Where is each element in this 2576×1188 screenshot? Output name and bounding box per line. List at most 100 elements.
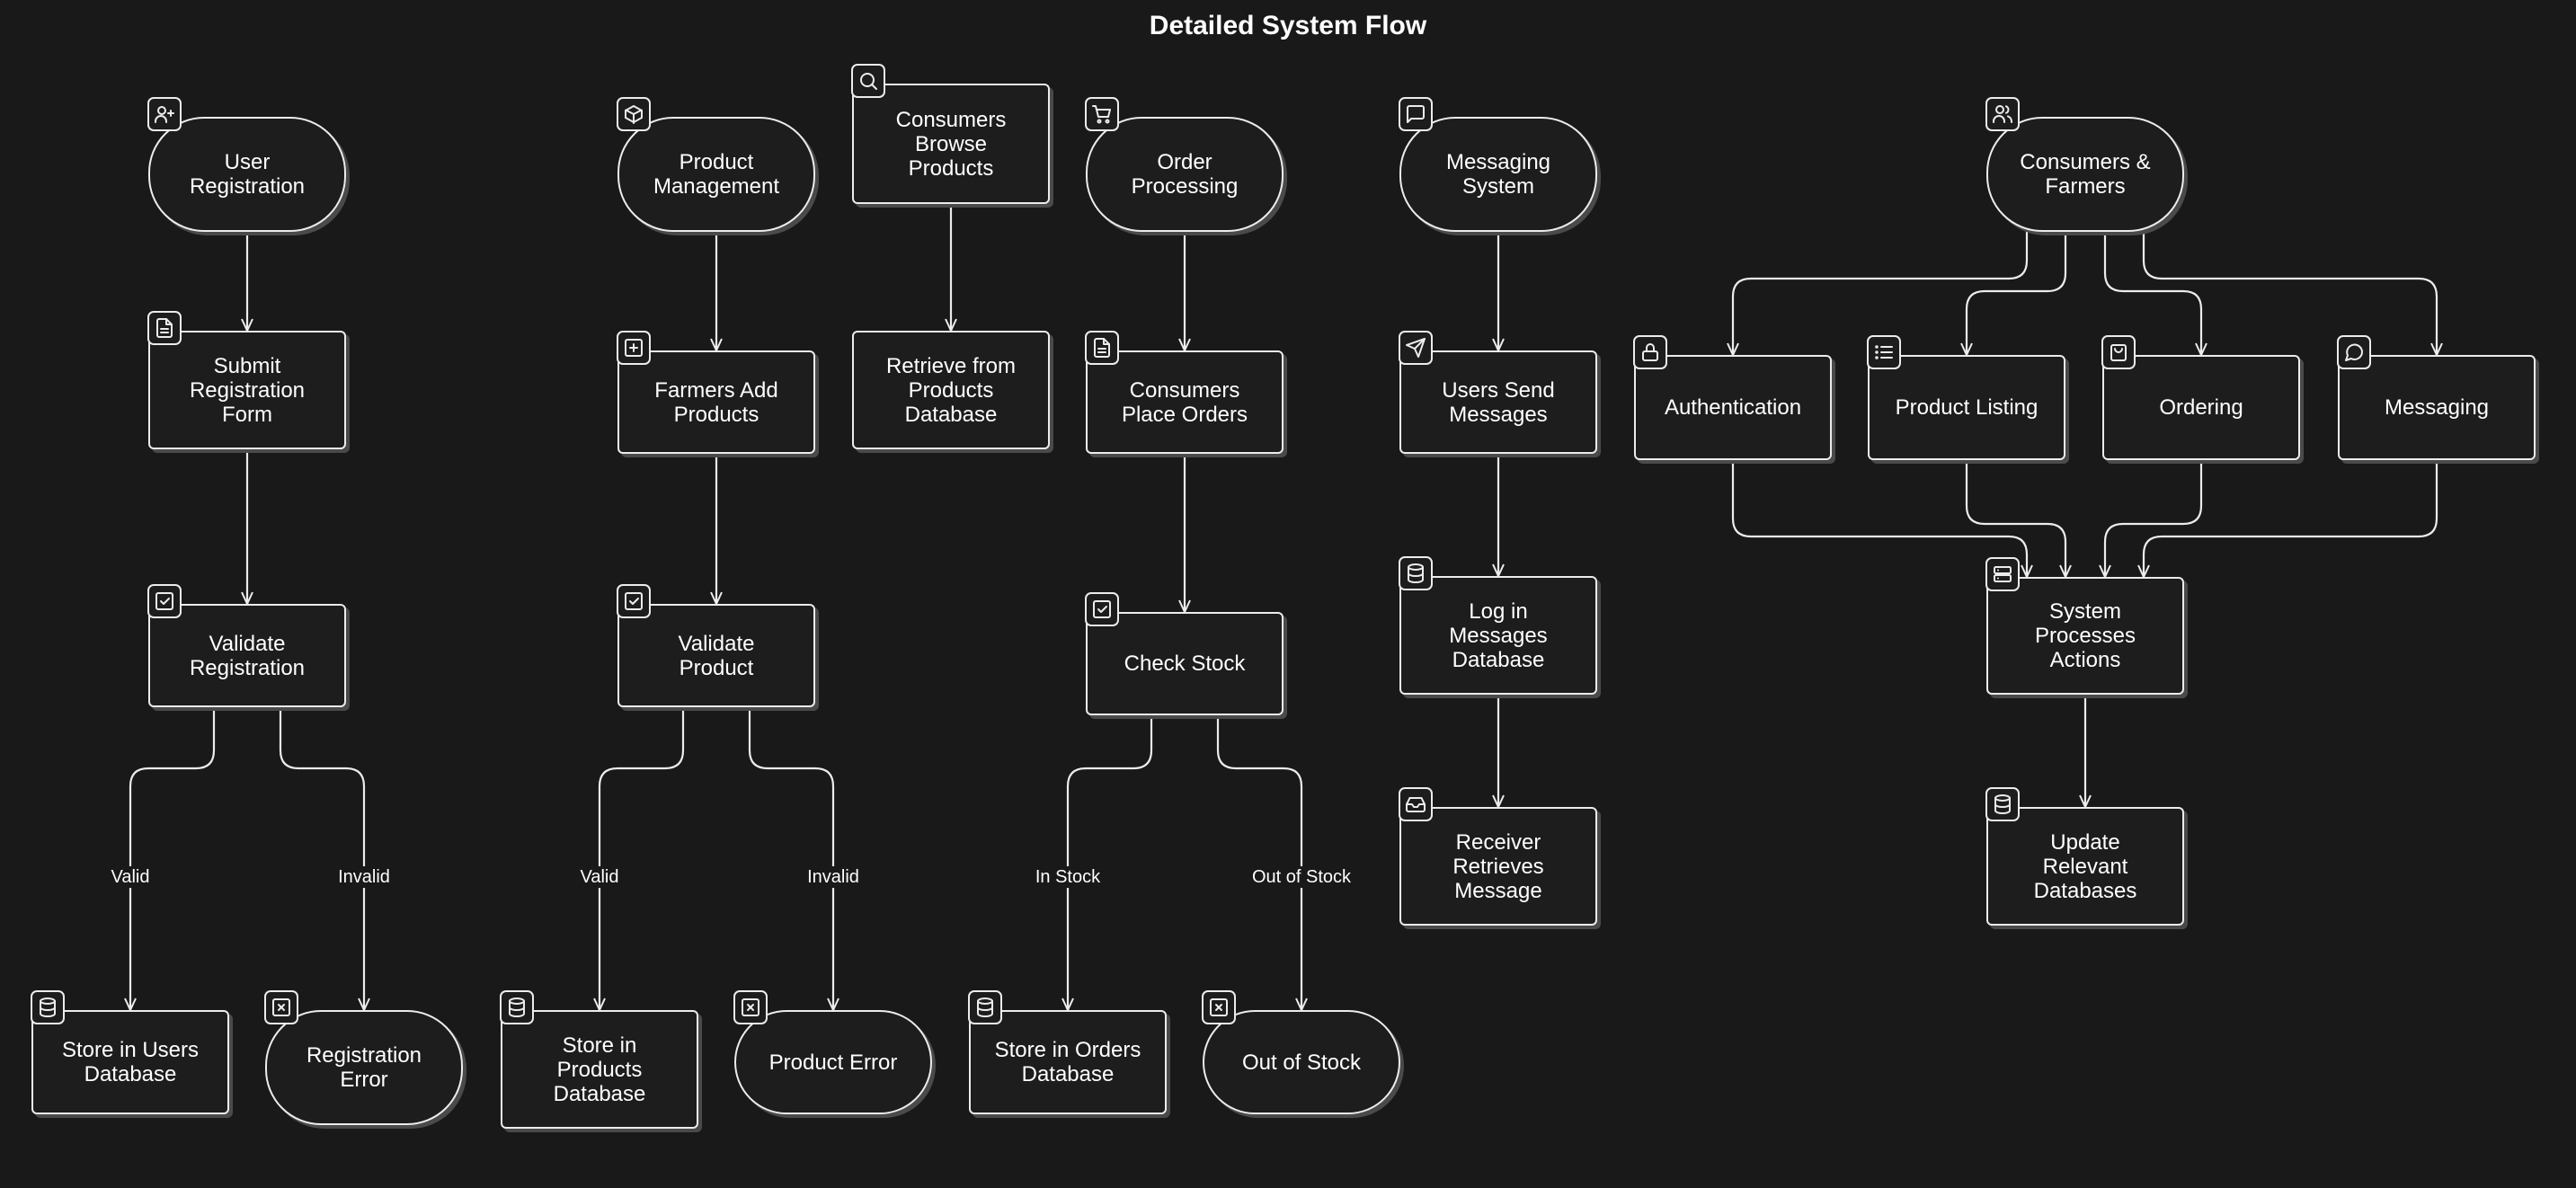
node-label: Validate Registration	[189, 631, 306, 680]
node-label: Retrieve from Products Database	[885, 353, 1017, 427]
node-store-in-users-database[interactable]: Store in Users Database	[31, 990, 229, 1114]
database-icon	[1985, 787, 2020, 821]
check-square-icon	[617, 584, 651, 618]
edge-product-listing-system	[1965, 460, 2065, 577]
edge-authentication-system	[1731, 460, 2027, 577]
node-consumers-browse-products[interactable]: Consumers Browse Products	[851, 64, 1050, 204]
node-consumers-place-orders[interactable]: Consumers Place Orders	[1085, 331, 1284, 454]
node-label: Check Stock	[1124, 652, 1246, 676]
file-text-icon	[147, 311, 182, 345]
node-label: Validate Product	[678, 631, 755, 680]
node-label: Submit Registration Form	[189, 353, 306, 427]
database-icon	[968, 990, 1002, 1024]
plus-square-icon	[617, 331, 651, 365]
node-system-processes-actions[interactable]: System Processes Actions	[1985, 557, 2184, 695]
node-label: System Processes Actions	[2034, 599, 2136, 672]
node-store-in-orders-database[interactable]: Store in Orders Database	[968, 990, 1167, 1114]
database-icon	[1399, 556, 1433, 590]
node-farmers-add-products[interactable]: Farmers Add Products	[617, 331, 815, 454]
file-text-icon	[1085, 331, 1119, 365]
check-square-icon	[147, 584, 182, 618]
node-label: Authentication	[1664, 395, 1802, 420]
node-retrieve-from-products-database[interactable]: Retrieve from Products Database	[852, 331, 1050, 449]
node-order-processing[interactable]: Order Processing	[1085, 97, 1284, 232]
edge-cf-ordering	[2103, 232, 2201, 355]
node-label: Product Listing	[1895, 395, 2039, 420]
inbox-icon	[1399, 787, 1433, 821]
node-label: Store in Users Database	[61, 1038, 200, 1086]
node-messaging-system[interactable]: Messaging System	[1399, 97, 1597, 232]
node-label: Receiver Retrieves Message	[1452, 829, 1544, 903]
search-icon	[851, 64, 885, 98]
node-label: Order Processing	[1131, 150, 1239, 199]
node-out-of-stock[interactable]: Out of Stock	[1202, 990, 1400, 1114]
edge-label-valid: Valid	[31, 866, 229, 888]
lock-icon	[1633, 335, 1667, 369]
cart-icon	[1085, 97, 1119, 131]
edge-validate-product-error	[748, 707, 833, 1010]
node-log-in-messages-database[interactable]: Log in Messages Database	[1399, 556, 1597, 695]
node-label: Out of Stock	[1241, 1050, 1362, 1075]
database-icon	[500, 990, 534, 1024]
node-messaging[interactable]: Messaging	[2337, 335, 2536, 460]
node-label: User Registration	[189, 150, 306, 199]
node-label: Users Send Messages	[1442, 377, 1555, 427]
node-label: Messaging	[2384, 395, 2490, 420]
node-user-registration[interactable]: User Registration	[147, 97, 346, 232]
node-label: Store in Products Database	[553, 1033, 646, 1106]
node-label: Product Error	[768, 1050, 898, 1075]
node-label: Store in Orders Database	[994, 1038, 1141, 1086]
edge-label-invalid: Invalid	[734, 866, 932, 888]
node-label: Consumers & Farmers	[2020, 150, 2151, 199]
node-product-management[interactable]: Product Management	[617, 97, 815, 232]
x-square-icon	[1202, 990, 1236, 1024]
node-consumers-and-farmers[interactable]: Consumers & Farmers	[1985, 97, 2184, 232]
send-icon	[1399, 331, 1433, 365]
edge-cf-messaging	[2142, 232, 2437, 355]
package-icon	[617, 97, 651, 131]
node-validate-registration[interactable]: Validate Registration	[147, 584, 346, 707]
node-authentication[interactable]: Authentication	[1633, 335, 1832, 460]
node-product-error[interactable]: Product Error	[733, 990, 932, 1114]
node-product-listing[interactable]: Product Listing	[1867, 335, 2065, 460]
node-submit-registration-form[interactable]: Submit Registration Form	[147, 311, 346, 449]
users-icon	[1985, 97, 2020, 131]
node-label: Messaging System	[1445, 150, 1551, 199]
node-label: Ordering	[2159, 395, 2243, 420]
message-square-icon	[1399, 97, 1433, 131]
shopping-bag-icon	[2101, 335, 2136, 369]
node-label: Registration Error	[306, 1043, 422, 1092]
edge-label-out-of-stock: Out of Stock	[1203, 866, 1400, 888]
node-ordering[interactable]: Ordering	[2101, 335, 2300, 460]
node-label: Consumers Browse Products	[895, 107, 1007, 181]
edge-validate-store-products	[600, 707, 685, 1010]
edge-label-valid: Valid	[501, 866, 698, 888]
edge-ordering-system	[2105, 460, 2203, 577]
edge-cf-product-listing	[1967, 232, 2067, 355]
list-icon	[1867, 335, 1901, 369]
node-label: Consumers Place Orders	[1121, 377, 1248, 427]
node-update-relevant-databases[interactable]: Update Relevant Databases	[1985, 787, 2184, 926]
node-receiver-retrieves-message[interactable]: Receiver Retrieves Message	[1399, 787, 1597, 926]
node-check-stock[interactable]: Check Stock	[1085, 592, 1284, 715]
node-store-in-products-database[interactable]: Store in Products Database	[500, 990, 698, 1129]
edge-validate-reg-error	[279, 707, 364, 1010]
edge-label-in-stock: In Stock	[969, 866, 1167, 888]
x-square-icon	[264, 990, 298, 1024]
message-circle-icon	[2337, 335, 2371, 369]
edge-check-store-orders	[1068, 715, 1153, 1010]
node-label: Update Relevant Databases	[2033, 829, 2137, 903]
edge-check-out-of-stock	[1216, 715, 1301, 1010]
x-square-icon	[733, 990, 768, 1024]
node-label: Farmers Add Products	[654, 377, 778, 427]
node-users-send-messages[interactable]: Users Send Messages	[1399, 331, 1597, 454]
edge-validate-store-users	[130, 707, 216, 1010]
edge-cf-authentication	[1733, 232, 2029, 355]
edge-messaging-system	[2144, 460, 2438, 577]
node-registration-error[interactable]: Registration Error	[264, 990, 463, 1125]
database-icon	[31, 990, 65, 1024]
node-validate-product[interactable]: Validate Product	[617, 584, 815, 707]
user-plus-icon	[147, 97, 182, 131]
server-icon	[1985, 557, 2020, 591]
